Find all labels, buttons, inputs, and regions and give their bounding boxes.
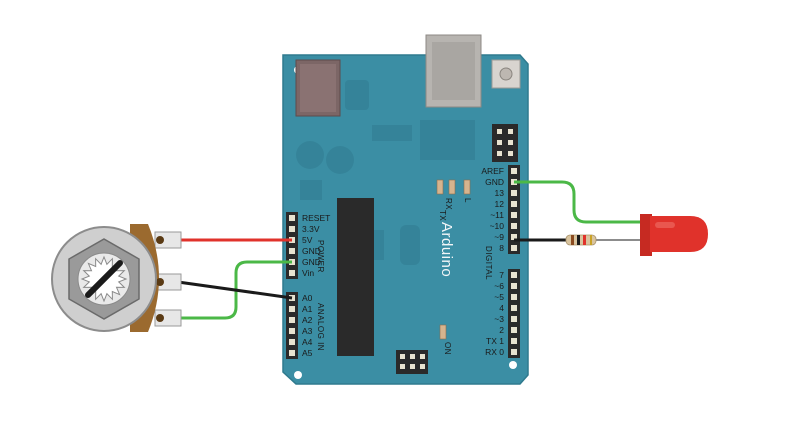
power-section-label: POWER: [316, 240, 325, 273]
tx-led-label: TX: [438, 210, 447, 221]
digital-upper-header-pin: [511, 245, 517, 251]
board-components: [296, 80, 475, 265]
digital-lower-header-pin-label: 4: [499, 303, 504, 313]
digital-lower-header-pin: [511, 338, 517, 344]
digital-lower-header-pin: [511, 327, 517, 333]
digital-lower-header-pin-label: ~6: [494, 281, 504, 291]
board-leds: [436, 179, 471, 340]
wire-black-a0: [177, 280, 293, 300]
board-brand: Arduino: [438, 222, 455, 277]
digital-section-label: DIGITAL: [484, 246, 493, 280]
digital-upper-header-pin: [511, 201, 517, 207]
wires: [177, 180, 648, 320]
analog-header-pin: [289, 339, 295, 345]
power-header-pin-label: RESET: [302, 213, 330, 223]
power-header-pin: [289, 226, 295, 232]
microcontroller-chip: [337, 198, 374, 356]
usb-connector-inner: [432, 42, 475, 100]
analog-header-pin: [289, 306, 295, 312]
icsp-header-bottom: [396, 350, 428, 374]
analog-header-pin: [289, 317, 295, 323]
digital-lower-header-pin-label: ~5: [494, 292, 504, 302]
digital-upper-header-pin-label: ~9: [494, 232, 504, 242]
power-header-pin-label: GND: [302, 246, 321, 256]
analog-header-pin-label: A5: [302, 348, 313, 358]
analog-header-pin-label: A4: [302, 337, 313, 347]
mount-hole: [509, 361, 517, 369]
analog-header-pin-label: A0: [302, 293, 313, 303]
power-header-pin-label: Vin: [302, 268, 314, 278]
digital-upper-header-pin-label: 13: [495, 188, 505, 198]
power-header-pin-label: 5V: [302, 235, 313, 245]
power-jack-inner: [300, 64, 336, 112]
analog-header-pin-label: A1: [302, 304, 313, 314]
digital-lower-header-pin-label: 7: [499, 270, 504, 280]
digital-lower-header-pin-label: RX 0: [485, 347, 504, 357]
digital-upper-header-pin: [511, 223, 517, 229]
digital-lower-header-pin: [511, 272, 517, 278]
power-header-pin-label: 3.3V: [302, 224, 320, 234]
power-header-pin: [289, 215, 295, 221]
digital-lower-header-pin-label: TX 1: [486, 336, 504, 346]
analog-header-pin-label: A2: [302, 315, 313, 325]
rx-led-label: RX: [444, 198, 453, 210]
digital-upper-header-pin-label: AREF: [481, 166, 504, 176]
on-led-label: ON: [443, 342, 452, 355]
mount-hole: [294, 371, 302, 379]
digital-upper-header-pin-label: 12: [495, 199, 505, 209]
power-header-pin: [289, 270, 295, 276]
analog-header-pin: [289, 350, 295, 356]
digital-upper-header-pin: [511, 190, 517, 196]
digital-upper-header-pin: [511, 168, 517, 174]
digital-upper-header-pin-label: ~10: [490, 221, 505, 231]
digital-lower-header-pin: [511, 305, 517, 311]
wire-green-gnd-led: [514, 180, 648, 224]
analog-section-label: ANALOG IN: [316, 303, 325, 351]
power-header-pin-label: GND: [302, 257, 321, 267]
l-led-label: L: [463, 198, 472, 203]
analog-header-pin: [289, 328, 295, 334]
digital-lower-header-pin: [511, 283, 517, 289]
icsp-header-top: [492, 124, 518, 162]
digital-upper-header-pin-label: GND: [485, 177, 504, 187]
red-led: [640, 214, 708, 256]
digital-upper-header-pin: [511, 212, 517, 218]
potentiometer: [51, 224, 182, 332]
digital-lower-header-pin-label: 2: [499, 325, 504, 335]
digital-lower-header-pin: [511, 294, 517, 300]
arduino-board: TX RX L ON Arduino POWER ANALOG IN DIGIT…: [282, 34, 529, 385]
reset-button-cap: [499, 67, 513, 81]
pot-knob-slot: [85, 260, 123, 298]
digital-upper-header-pin-label: ~11: [490, 210, 504, 220]
digital-upper-header-pin-label: 8: [499, 243, 504, 253]
digital-upper-header-pin: [511, 234, 517, 240]
digital-lower-header-pin: [511, 316, 517, 322]
power-header-pin: [289, 248, 295, 254]
resistor: [565, 234, 597, 246]
digital-lower-header-pin-label: ~3: [494, 314, 504, 324]
digital-lower-header-pin: [511, 349, 517, 355]
analog-header-pin-label: A3: [302, 326, 313, 336]
